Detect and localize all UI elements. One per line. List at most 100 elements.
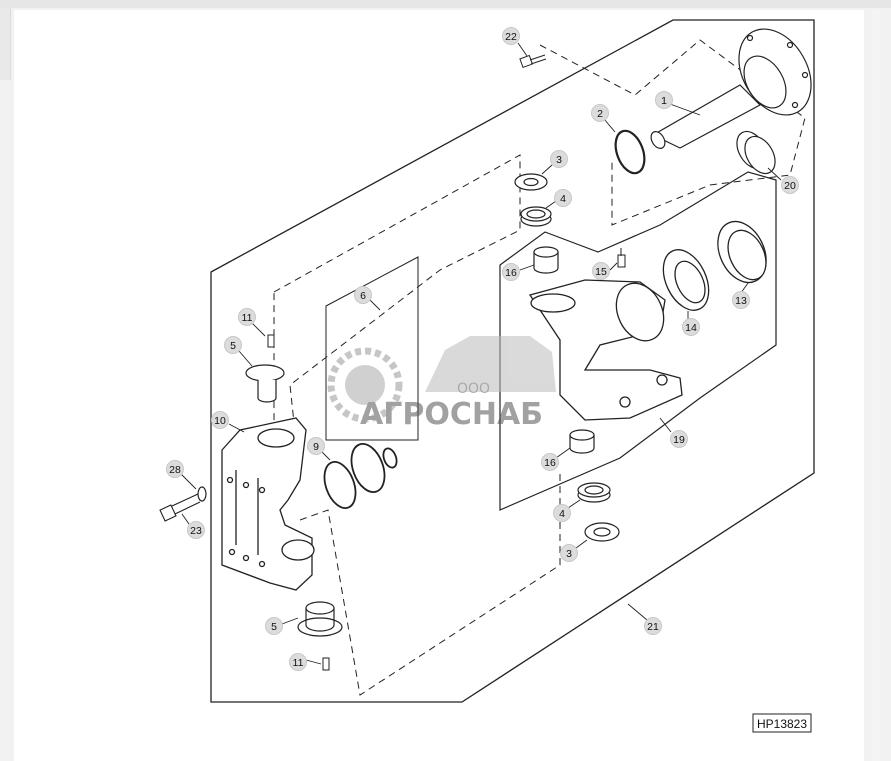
callout-label: 11 <box>293 657 304 669</box>
callout-label: 3 <box>566 548 572 560</box>
spindle-part <box>650 28 812 149</box>
watermark-small-text: ООО <box>457 381 490 397</box>
callout-label: 11 <box>242 312 253 324</box>
callout-bubble <box>554 189 572 207</box>
callout-16: 16 <box>502 263 520 281</box>
callout-21: 21 <box>644 617 662 635</box>
callout-bubble <box>644 617 662 635</box>
housing-part-10 <box>221 417 315 591</box>
callout-4: 4 <box>554 189 572 207</box>
watermark-brand-text: АГРОСНАБ <box>360 397 543 432</box>
callout-4: 4 <box>553 504 571 522</box>
callout-label: 14 <box>685 322 697 334</box>
callout-bubble <box>166 460 184 478</box>
drawing-code-box <box>752 713 812 733</box>
callout-11: 11 <box>289 653 307 671</box>
callout-bubble <box>307 437 325 455</box>
callout-5: 5 <box>224 336 242 354</box>
callout-3: 3 <box>560 544 578 562</box>
callout-bubble <box>211 411 229 429</box>
callout-label: 3 <box>556 154 562 166</box>
nut-part-20 <box>736 130 776 175</box>
callout-label: 4 <box>559 508 565 520</box>
frame-seals <box>325 256 419 441</box>
harvester-logo-icon <box>425 336 556 392</box>
callout-bubble <box>592 262 610 280</box>
callout-bubble <box>289 653 307 671</box>
callout-label: 5 <box>230 340 236 352</box>
callout-bubble <box>550 150 568 168</box>
callout-bubble <box>354 286 372 304</box>
callout-label: 28 <box>169 464 181 476</box>
callout-label: 22 <box>505 31 517 43</box>
bolt-part-23 <box>159 493 201 522</box>
callout-14: 14 <box>682 318 700 336</box>
callout-label: 9 <box>313 441 319 453</box>
cap-part-5-upper <box>245 364 285 403</box>
frame-outer <box>210 19 815 703</box>
callout-label: 4 <box>560 193 566 205</box>
callout-bubble <box>553 504 571 522</box>
callout-bubble <box>655 91 673 109</box>
washer-part-3-upper <box>514 173 548 191</box>
washer-part-3-lower <box>584 522 620 542</box>
callout-bubble <box>560 544 578 562</box>
callout-label: 2 <box>597 108 603 120</box>
callout-label: 6 <box>360 290 366 302</box>
callout-bubble <box>781 176 799 194</box>
callout-5: 5 <box>265 617 283 635</box>
callout-label: 13 <box>735 295 747 307</box>
callout-9: 9 <box>307 437 325 455</box>
callout-15: 15 <box>592 262 610 280</box>
callout-label: 10 <box>214 415 226 427</box>
washer-part-28 <box>197 486 207 502</box>
seal-rings-part-9 <box>323 443 398 509</box>
drawing-code: HP13823 <box>757 717 807 731</box>
callout-label: 23 <box>190 525 202 537</box>
top-bar <box>0 0 891 8</box>
callout-19: 19 <box>670 430 688 448</box>
callout-group: 22 1 2 20 3 4 16 15 13 14 6 11 5 10 9 19 16 28 23 4 3 21 5 11 <box>166 27 799 671</box>
callout-label: 1 <box>661 95 667 107</box>
left-strip <box>0 8 11 80</box>
callout-20: 20 <box>781 176 799 194</box>
knuckle-part-19 <box>528 279 683 421</box>
callout-label: 15 <box>595 266 607 278</box>
callout-label: 19 <box>673 434 685 446</box>
callout-bubble <box>682 318 700 336</box>
callout-bubble <box>670 430 688 448</box>
callout-bubble <box>238 308 256 326</box>
bearing-race-part-14 <box>662 249 710 311</box>
callout-11: 11 <box>238 308 256 326</box>
callout-bubble <box>591 104 609 122</box>
callout-bubble <box>541 453 559 471</box>
callout-bubble <box>265 617 283 635</box>
seal-part-13 <box>717 220 767 284</box>
callout-bubble <box>502 263 520 281</box>
callout-label: 16 <box>505 267 517 279</box>
callout-label: 21 <box>647 621 659 633</box>
callout-label: 5 <box>271 621 277 633</box>
callout-28: 28 <box>166 460 184 478</box>
callout-label: 16 <box>544 457 556 469</box>
callout-bubble <box>732 291 750 309</box>
callout-13: 13 <box>732 291 750 309</box>
callout-bubble <box>502 27 520 45</box>
callout-6: 6 <box>354 286 372 304</box>
bearing-part-4-upper <box>520 206 552 227</box>
o-ring-part-2 <box>614 129 646 175</box>
callout-23: 23 <box>187 521 205 539</box>
callout-1: 1 <box>655 91 673 109</box>
bushing-part-16-lower <box>569 429 595 454</box>
callout-22: 22 <box>502 27 520 45</box>
callout-10: 10 <box>211 411 229 429</box>
watermark: ООО АГРОСНАБ <box>327 336 556 432</box>
bearing-part-4-lower <box>577 482 611 503</box>
callout-16: 16 <box>541 453 559 471</box>
fitting-part-11-lower <box>322 657 330 671</box>
callout-2: 2 <box>591 104 609 122</box>
cap-part-5-lower <box>297 601 343 637</box>
scrollbar[interactable] <box>872 10 880 761</box>
frame-bracket <box>499 171 777 511</box>
